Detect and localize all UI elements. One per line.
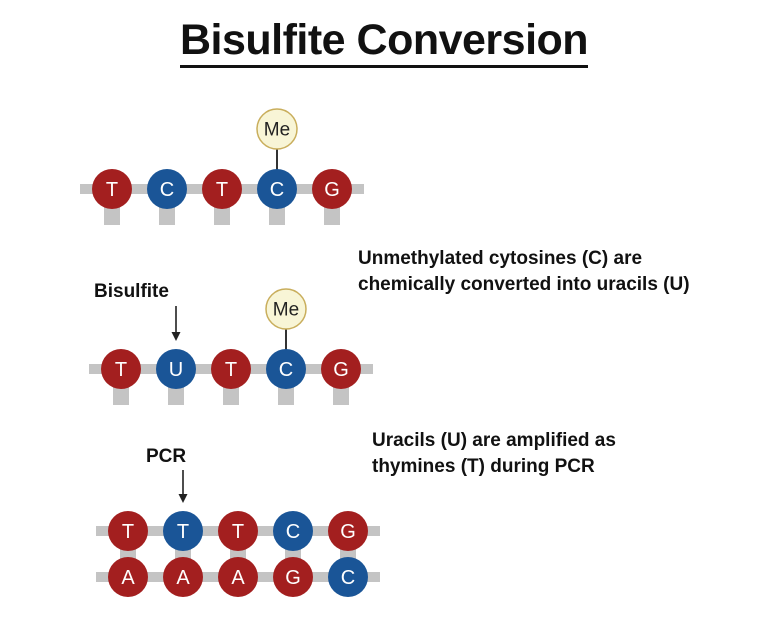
page-title: Bisulfite Conversion xyxy=(0,16,768,68)
nucleotide-letter: G xyxy=(285,567,301,589)
nucleotide-letter: G xyxy=(340,521,356,543)
nucleotide-letter: G xyxy=(324,179,340,201)
nucleotide-letter: U xyxy=(169,359,183,381)
nucleotide-C xyxy=(147,169,187,209)
nucleotide-letter: A xyxy=(176,567,190,589)
nucleotide-T xyxy=(163,511,203,551)
nucleotide-A xyxy=(163,557,203,597)
bisulfite-description: Unmethylated cytosines (C) are chemicall… xyxy=(358,246,690,298)
bisulfite-description-line-1: Unmethylated cytosines (C) are xyxy=(358,248,643,269)
nucleotide-G xyxy=(321,349,361,389)
bisulfite-strand: T U T MeC G xyxy=(89,288,373,405)
pcr-arrow xyxy=(178,470,188,503)
nucleotide-C xyxy=(328,557,368,597)
nucleotide-A xyxy=(108,557,148,597)
nucleotide-A xyxy=(218,557,258,597)
nucleotide-U xyxy=(156,349,196,389)
bisulfite-description-line-2: chemically converted into uracils (U) xyxy=(358,274,690,295)
nucleotide-G xyxy=(273,557,313,597)
methyl-group xyxy=(265,288,307,330)
nucleotide-G xyxy=(312,169,352,209)
nucleotide-T xyxy=(218,511,258,551)
nucleotide-letter: T xyxy=(122,521,134,543)
bisulfite-label: Bisulfite xyxy=(94,281,169,302)
nucleotide-C xyxy=(266,349,306,389)
nucleotide-letter: C xyxy=(286,521,300,543)
pcr-label: PCR xyxy=(146,446,187,467)
nucleotide-C xyxy=(257,169,297,209)
nucleotide-letter: C xyxy=(279,359,293,381)
nucleotide-letter: T xyxy=(216,179,228,201)
nucleotide-letter: C xyxy=(160,179,174,201)
nucleotide-T xyxy=(101,349,141,389)
nucleotide-letter: C xyxy=(270,179,284,201)
nucleotide-T xyxy=(108,511,148,551)
nucleotide-letter: A xyxy=(231,567,245,589)
nucleotide-letter: T xyxy=(177,521,189,543)
nucleotide-T xyxy=(211,349,251,389)
pcr-description-line-1: Uracils (U) are amplified as xyxy=(372,430,616,451)
nucleotide-T xyxy=(202,169,242,209)
nucleotide-letter: A xyxy=(121,567,135,589)
methyl-label: Me xyxy=(264,120,290,141)
bisulfite-arrow xyxy=(171,306,181,341)
nucleotide-G xyxy=(328,511,368,551)
methyl-label: Me xyxy=(273,300,299,321)
pcr-description: Uracils (U) are amplified as thymines (T… xyxy=(372,428,616,480)
nucleotide-T xyxy=(92,169,132,209)
nucleotide-letter: C xyxy=(341,567,355,589)
nucleotide-letter: T xyxy=(232,521,244,543)
nucleotide-letter: T xyxy=(225,359,237,381)
arrow-head xyxy=(171,332,181,341)
nucleotide-C xyxy=(273,511,313,551)
arrow-head xyxy=(178,494,188,503)
methyl-group xyxy=(256,108,298,150)
title-text: Bisulfite Conversion xyxy=(179,16,589,68)
nucleotide-letter: T xyxy=(106,179,118,201)
nucleotide-letter: G xyxy=(333,359,349,381)
pcr-description-line-2: thymines (T) during PCR xyxy=(372,456,595,477)
original-strand: T C T MeC G xyxy=(80,108,364,225)
nucleotide-letter: T xyxy=(115,359,127,381)
